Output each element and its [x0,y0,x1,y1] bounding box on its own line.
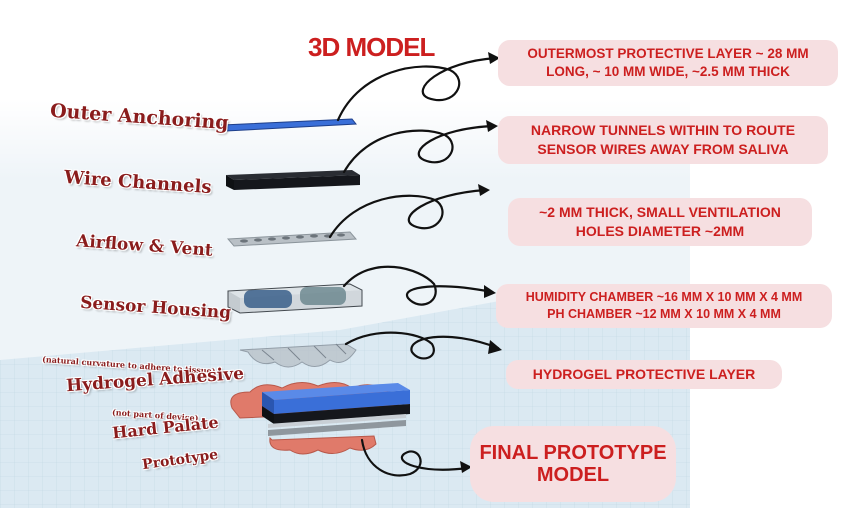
arrow-wire-channels [342,124,496,174]
hydrogel-adhesive-layer [239,343,357,368]
sensor-housing-layer [227,283,363,314]
wire-channels-layer [226,170,360,190]
final-note-line-1: FINAL PROTOTYPE [479,442,667,464]
note-sensor-housing-line-1: HUMIDITY CHAMBER ~16 MM X 10 MM X 4 MM [525,290,803,304]
final-prototype-note: FINAL PROTOTYPE MODEL [470,426,676,502]
airflow-vent-layer [226,231,358,247]
final-note-line-2: MODEL [536,464,610,486]
note-airflow-vent-line-2: HOLES DIAMETER ~2MM [575,222,745,239]
arrow-sensor-housing [342,265,494,306]
connector-arrows [328,56,500,477]
note-airflow-vent: ~2 MM THICK, SMALL VENTILATION HOLES DIA… [508,198,812,246]
arrow-outer-anchoring [336,56,498,122]
note-wire-channels: NARROW TUNNELS WITHIN TO ROUTE SENSOR WI… [498,116,828,164]
note-wire-channels-line-2: SENSOR WIRES AWAY FROM SALIVA [537,140,789,157]
arrow-airflow-vent [328,188,488,239]
diagram-title: 3D MODEL [308,32,435,62]
note-outer-anchoring-line-1: OUTERMOST PROTECTIVE LAYER ~ 28 MM [527,46,809,61]
arrowheads [460,52,502,473]
note-airflow-vent-line-1: ~2 MM THICK, SMALL VENTILATION [539,204,781,220]
outer-anchoring-layer [221,118,357,132]
note-hydrogel: HYDROGEL PROTECTIVE LAYER [506,360,782,389]
arrow-hydrogel [344,331,500,360]
prototype-stack [262,383,410,455]
note-wire-channels-line-1: NARROW TUNNELS WITHIN TO ROUTE [530,122,796,138]
arrow-final-prototype [360,438,470,477]
note-hydrogel-line-1: HYDROGEL PROTECTIVE LAYER [532,366,756,382]
note-outer-anchoring: OUTERMOST PROTECTIVE LAYER ~ 28 MM LONG,… [498,40,838,87]
note-sensor-housing-line-2: PH CHAMBER ~12 MM X 10 MM X 4 MM [547,306,781,321]
note-outer-anchoring-line-2: LONG, ~ 10 MM WIDE, ~2.5 MM THICK [546,64,790,80]
note-sensor-housing: HUMIDITY CHAMBER ~16 MM X 10 MM X 4 MM P… [496,284,832,328]
